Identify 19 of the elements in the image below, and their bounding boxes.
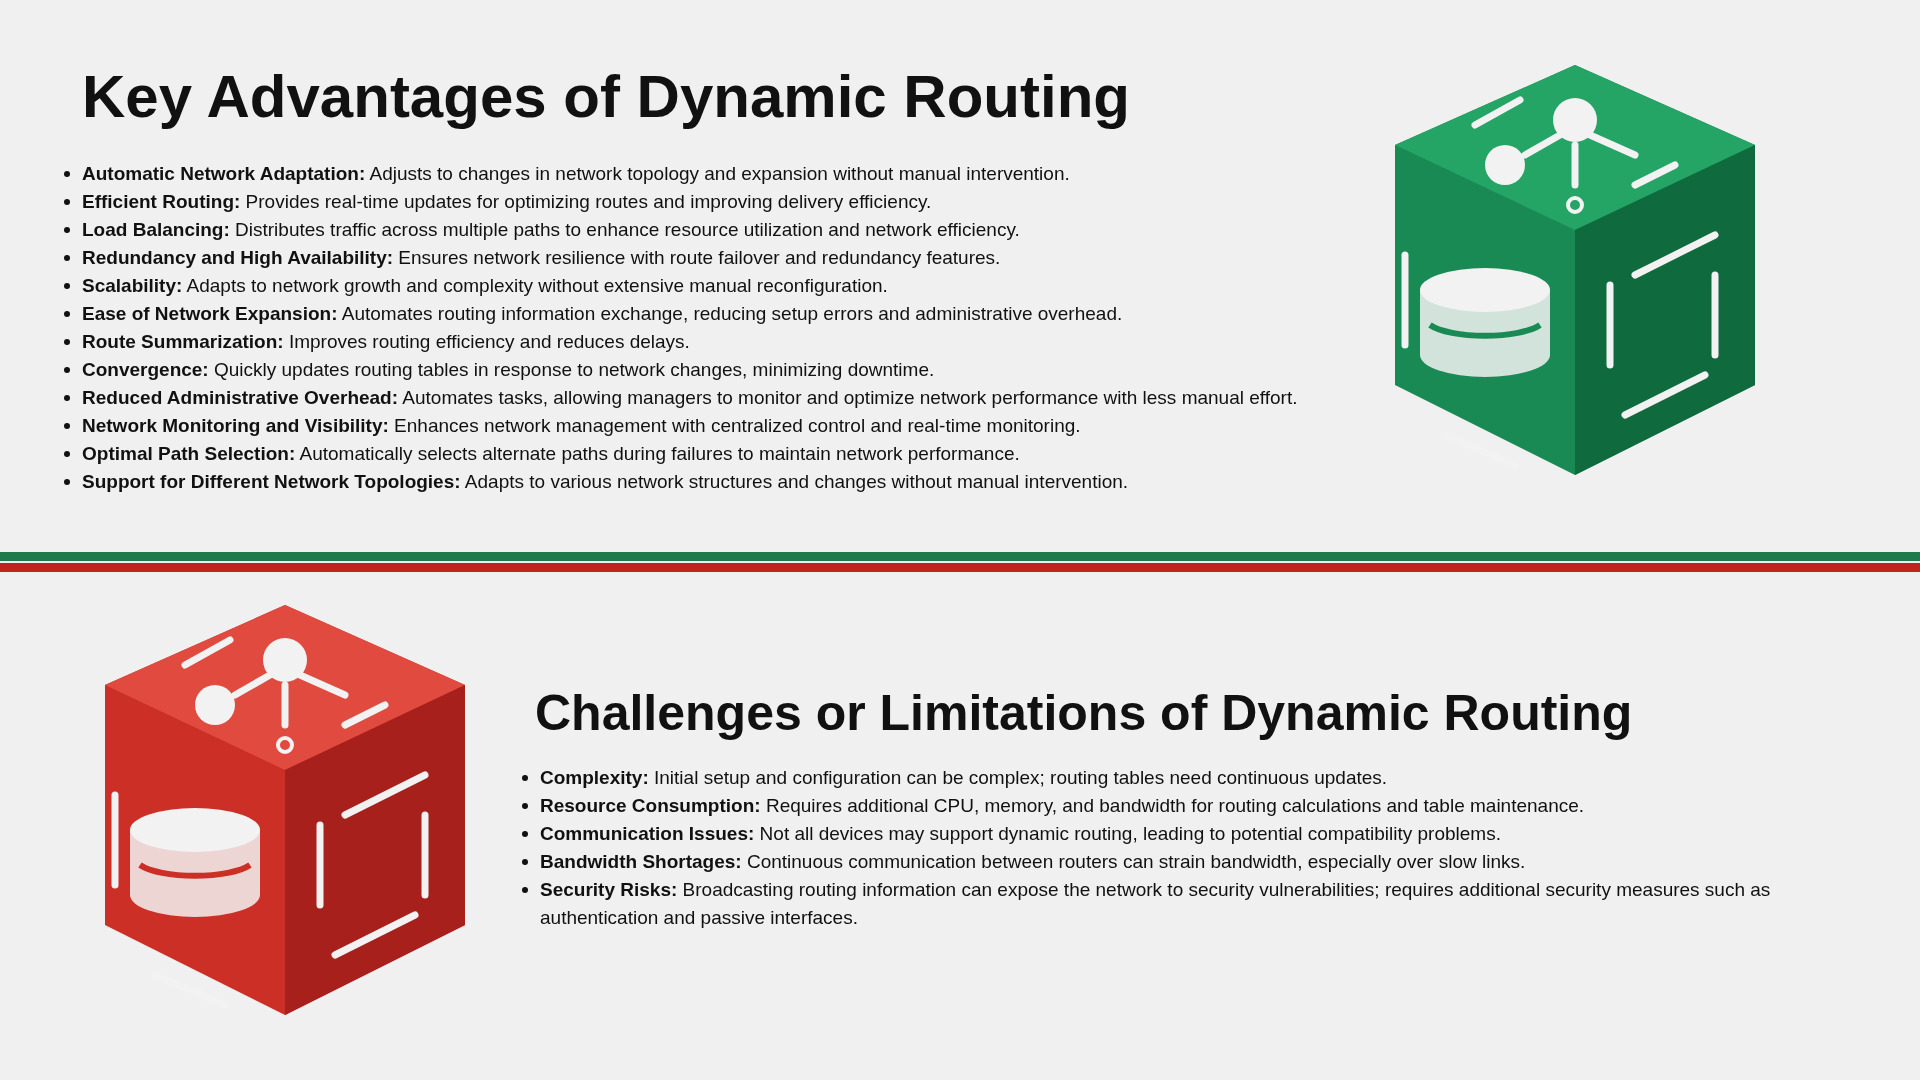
list-item: Bandwidth Shortages: Continuous communication between routers can strain bandwidth, especially over slow links. — [540, 851, 1526, 872]
list-item: Support for Different Network Topologies: Adapts to various network structures and changes without manual intervention. — [82, 471, 1129, 492]
list-item: Ease of Network Expansion: Automates routing information exchange, reducing setup errors and administrative overhead. — [82, 303, 1123, 324]
list-item: Redundancy and High Availability: Ensures network resilience with route failover and redundancy features. — [82, 247, 1001, 268]
list-item: Automatic Network Adaptation: Adjusts to changes in network topology and expansion without manual intervention. — [82, 163, 1070, 184]
list-item: Load Balancing: Distributes traffic across multiple paths to enhance resource utilization and network efficiency. — [82, 219, 1020, 240]
heading: Challenges or Limitations of Dynamic Routing — [535, 684, 1633, 742]
list-item: Resource Consumption: Requires additional CPU, memory, and bandwidth for routing calculations and table maintenance. — [540, 795, 1585, 816]
list-item: Security Risks: Broadcasting routing information can expose the network to security vulnerabilities; requires additional security measures such as authentication and passive interfaces. — [540, 879, 1771, 928]
list-item: Scalability: Adapts to network growth and complexity without extensive manual reconfiguration. — [82, 275, 888, 296]
list-item: Network Monitoring and Visibility: Enhances network management with centralized control and real-time monitoring. — [82, 415, 1081, 436]
list-item: Complexity: Initial setup and configuration can be complex; routing tables need continuous updates. — [540, 767, 1388, 788]
heading: Key Advantages of Dynamic Routing — [82, 62, 1130, 131]
list-item: Communication Issues: Not all devices may support dynamic routing, leading to potential compatibility problems. — [540, 823, 1501, 844]
list-item: Route Summarization: Improves routing efficiency and reduces delays. — [82, 331, 690, 352]
list-item: Convergence: Quickly updates routing tables in response to network changes, minimizing downtime. — [82, 359, 935, 380]
list-item: Reduced Administrative Overhead: Automates tasks, allowing managers to monitor and optimize network performance with less manual effort. — [82, 387, 1298, 408]
list-item: Efficient Routing: Provides real-time updates for optimizing routes and improving delivery efficiency. — [82, 191, 932, 212]
list-item: Optimal Path Selection: Automatically selects alternate paths during failures to maintain network performance. — [82, 443, 1020, 464]
